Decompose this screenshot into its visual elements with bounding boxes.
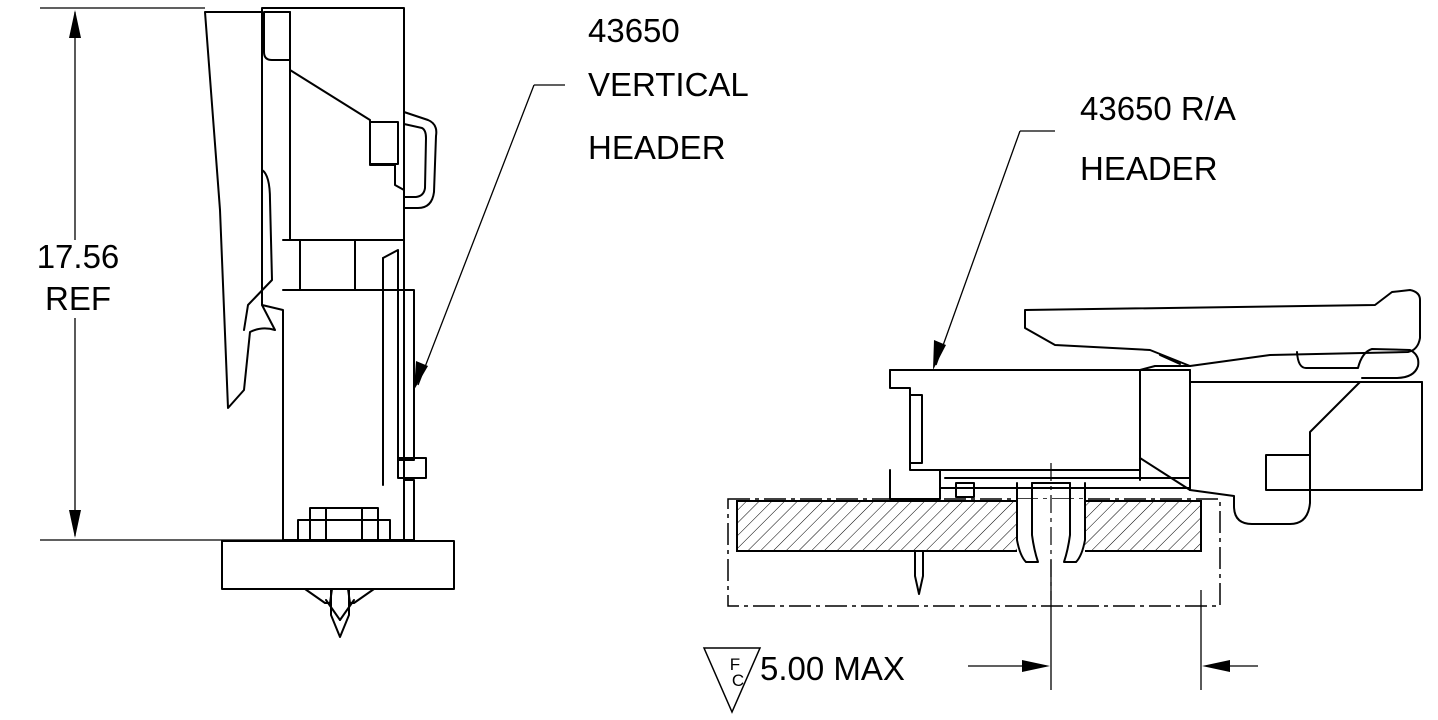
max-dimension: 5.00 MAX [760,560,1258,690]
max-arrow-right [1202,660,1230,672]
peg-tip [330,588,350,638]
peg-right-barb [347,588,375,604]
plate-foot [397,457,427,479]
header-label: HEADER [588,129,726,166]
latch-hook [1296,348,1420,379]
max-arrow-left [1022,660,1050,672]
ra-pin-block [955,482,975,498]
ra-housing-front [889,369,941,500]
latch-arm-inner [243,169,273,331]
part-number-label: 43650 [588,12,680,49]
post-leg-right [1063,482,1086,563]
arrowhead-up [69,10,81,38]
ra-housing-outline [889,369,1423,525]
header-plate [382,249,427,541]
ra-pin [914,550,924,595]
ra-front-slot [909,394,923,464]
vertical-housing [261,7,438,541]
side-latch-inner [403,123,427,198]
dimension-note: REF [45,280,111,317]
mounting-boss [297,507,391,542]
plate-face [397,289,415,461]
height-dimension: 17.56 REF [37,7,310,541]
ra-latch-arm [1024,289,1421,379]
housing-chamfer [289,69,405,191]
boss-body [309,507,379,542]
pcb-section [736,500,1202,552]
vertical-header-leader [414,84,565,390]
side-latch [403,111,438,209]
dimension-value: 17.56 [37,238,120,275]
pcb-block [221,540,455,590]
ra-column-cap [1139,365,1191,371]
housing-slot [369,121,399,165]
vertical-label: VERTICAL [588,66,749,103]
ra-header-leader [933,130,1055,370]
peg-detail-right [339,599,355,621]
leader-line [417,84,535,386]
symbol-letter-f: F [730,655,740,674]
ra-header-label: HEADER [1080,150,1218,187]
latch-arm-body [1024,289,1421,367]
latch-hinge [1159,354,1181,365]
triangle-outline [702,647,762,714]
leader-arrowhead [414,361,428,390]
fc-triangle-symbol: F C [702,647,762,714]
ra-leader-arrowhead [933,340,946,370]
retention-peg [304,588,375,638]
ra-latch-window [1265,454,1311,491]
top-notch [263,11,291,61]
ra-part-label: 43650 R/A [1080,90,1236,127]
plate-tail [403,479,415,541]
peg-left-barb [304,588,333,604]
ra-header-view: 43650 R/A HEADER [702,90,1423,714]
ra-column-chamfer [1139,457,1191,491]
post-leg-left [1016,482,1039,563]
latch-arm [204,11,276,409]
vertical-header-view: 17.56 REF [37,7,749,638]
arrowhead-down [69,510,81,538]
plate-bevel [382,249,399,459]
ra-latch-ramp [1309,381,1423,479]
boss-flange [297,519,391,542]
ra-housing [889,365,1423,525]
pcb-outline [727,498,1221,607]
ra-leader-line [935,130,1021,366]
max-dimension-value: 5.00 MAX [760,650,905,687]
peg-detail-left [325,599,341,621]
symbol-letter-c: C [732,671,744,690]
